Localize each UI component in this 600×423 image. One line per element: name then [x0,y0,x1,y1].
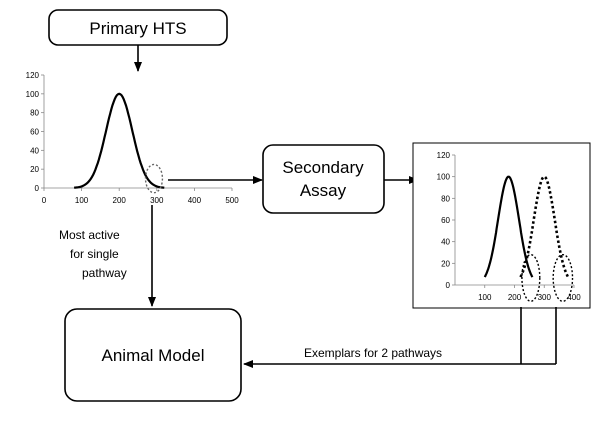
exemplars-connector: Exemplars for 2 pathways [243,307,557,368]
secondary-distribution-chart: 0 20 40 60 80 100 120 100 200 300 400 [437,151,582,302]
exemplars-label: Exemplars for 2 pathways [304,346,442,360]
chart2-highlight-ellipse [552,253,574,302]
secondary-assay-label-line2: Assay [300,181,347,200]
chart2-y-tick-label: 20 [441,259,450,268]
chart1-y-tick-label: 0 [35,184,40,193]
chart2-x-tick-label: 200 [508,293,522,302]
chart2-y-tick-label: 60 [441,216,450,225]
most-active-label: Most active for single pathway [59,228,127,280]
animal-model-box: Animal Model [64,308,242,402]
chart1-y-tick-label: 100 [26,90,40,99]
secondary-assay-box-border [262,144,385,214]
secondary-chart-frame [412,142,591,309]
chart2-y-tick-label: 0 [446,281,451,290]
chart1-x-tick-label: 500 [225,196,239,205]
secondary-assay-box: Secondary Assay [262,144,385,214]
most-active-line1: Most active [59,228,120,242]
chart2-x-tick-label: 300 [538,293,552,302]
chart1-x-tick-label: 200 [113,196,127,205]
animal-model-box-border [64,308,242,402]
chart1-y-tick-label: 80 [30,109,39,118]
chart2-x-tick-label: 400 [567,293,581,302]
chart2-y-tick-label: 40 [441,238,450,247]
chart2-y-tick-label: 120 [437,151,451,160]
chart2-solid-curve [483,175,534,278]
animal-model-label: Animal Model [102,346,205,365]
primary-hts-box: Primary HTS [48,9,228,46]
chart1-y-tick-label: 40 [30,146,39,155]
most-active-line3: pathway [82,266,127,280]
chart2-y-tick-label: 80 [441,194,450,203]
chart1-y-tick-label: 120 [26,71,40,80]
primary-hts-label: Primary HTS [89,19,186,38]
chart1-highlight-ellipse [144,163,164,194]
most-active-line2: for single [70,247,119,261]
primary-distribution-chart: 0 20 40 60 80 100 120 0 100 200 300 400 500 [26,71,240,205]
chart1-x-tick-label: 0 [42,196,47,205]
chart1-x-tick-label: 100 [75,196,89,205]
chart1-x-tick-label: 400 [188,196,202,205]
chart2-x-tick-label: 100 [478,293,492,302]
chart1-distribution-curve [74,92,165,189]
chart1-x-tick-label: 300 [150,196,164,205]
chart1-y-tick-label: 60 [30,128,39,137]
chart2-dotted-curve [519,175,570,278]
chart2-highlight-ellipse [521,253,541,302]
secondary-assay-label-line1: Secondary [282,158,364,177]
chart2-y-tick-label: 100 [437,173,451,182]
chart1-y-tick-label: 20 [30,165,39,174]
